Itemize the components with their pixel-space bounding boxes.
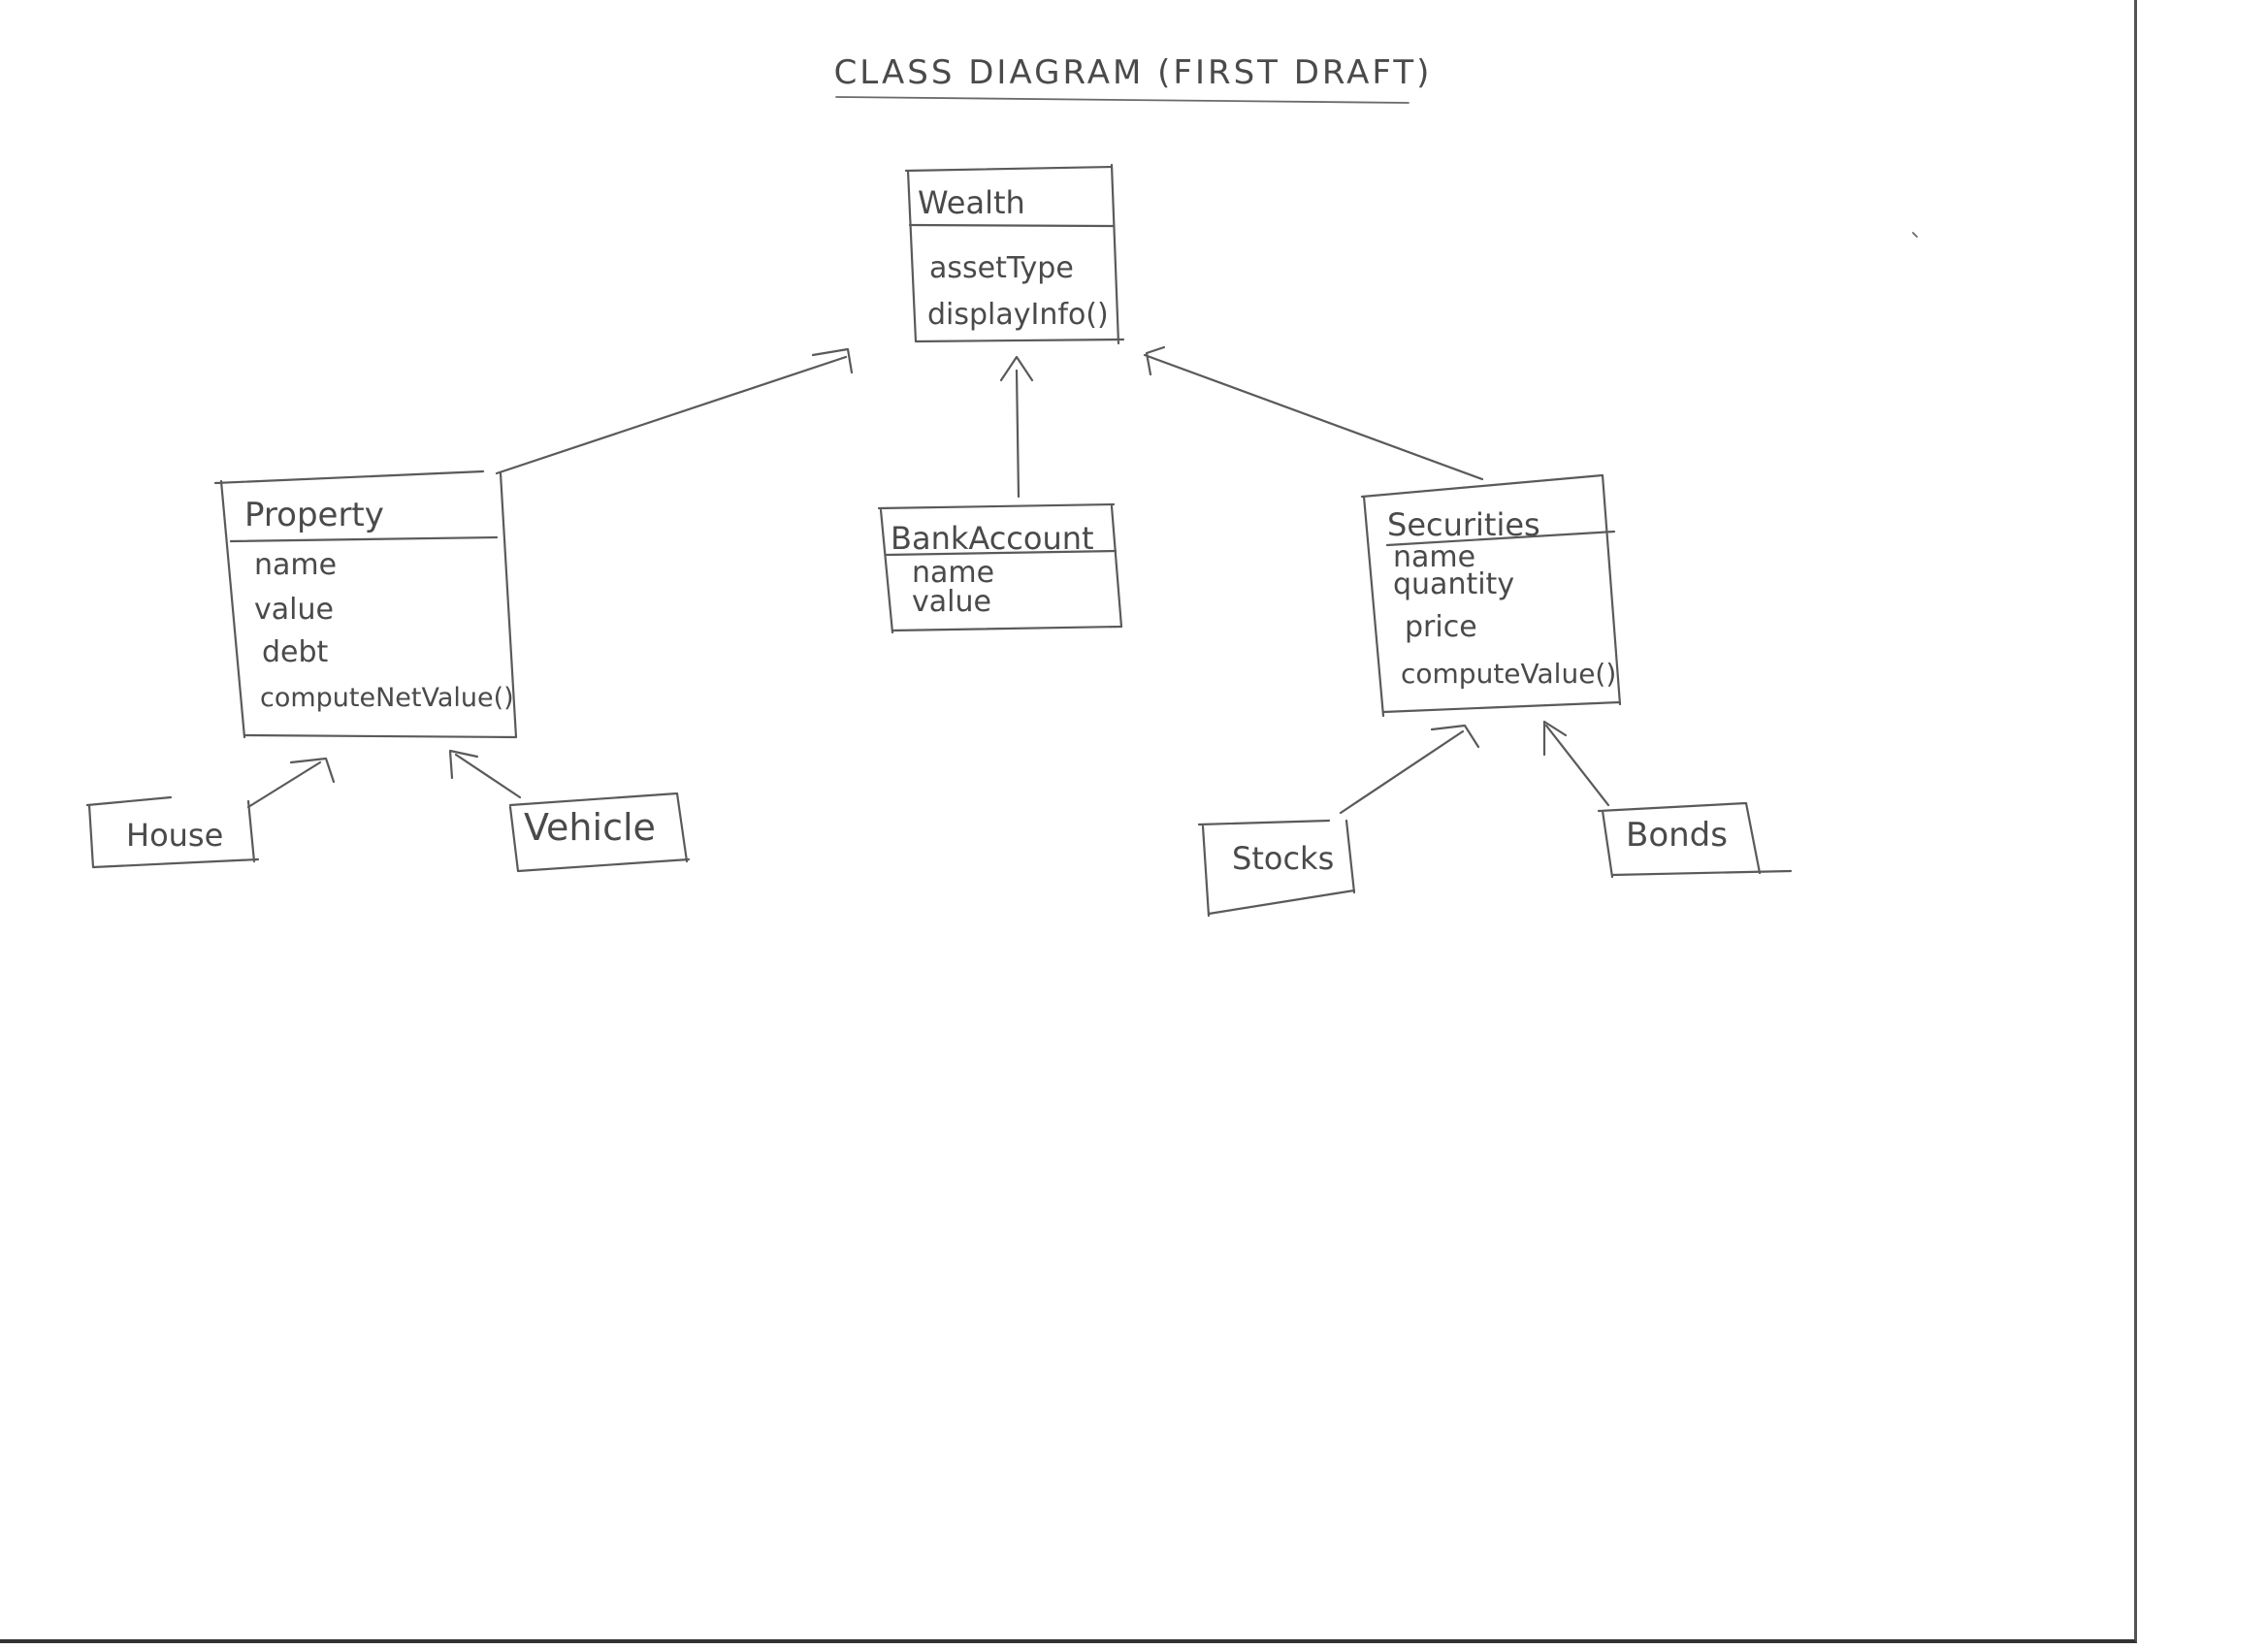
class-house: House [85, 795, 260, 869]
class-wealth-divider [908, 223, 1116, 228]
scanner-margin [2137, 0, 2268, 1649]
class-property-member-1: value [254, 593, 334, 627]
diagram-title-group: CLASS DIAGRAM (FIRST DRAFT) [834, 53, 1433, 104]
class-securities-member-2: price [1405, 610, 1477, 644]
stray-mark [1912, 232, 1918, 238]
class-property-member-2: debt [262, 635, 329, 669]
class-vehicle: Vehicle [508, 792, 691, 873]
inheritance-arrows [246, 345, 1610, 815]
arrowhead-bank-account-wealth [999, 355, 1034, 382]
class-bonds-name: Bonds [1626, 816, 1728, 855]
arrow-bank-account-wealth [1015, 369, 1021, 499]
class-bonds: Bonds [1597, 801, 1793, 879]
class-securities-box [1360, 473, 1622, 718]
paper-sheet: CLASS DIAGRAM (FIRST DRAFT) Wealth asset… [0, 0, 2137, 1643]
class-property: Property name value debt computeNetValue… [213, 469, 518, 739]
arrow-securities-wealth [1143, 353, 1484, 481]
class-property-member-0: name [254, 548, 337, 582]
class-securities-member-0: name [1393, 540, 1475, 574]
class-securities-member-1: quantity [1393, 567, 1514, 601]
arrowhead-securities-wealth [1145, 345, 1166, 376]
class-property-member-3: computeNetValue() [260, 683, 514, 713]
class-property-box [213, 469, 518, 739]
class-diagram: CLASS DIAGRAM (FIRST DRAFT) Wealth asset… [85, 53, 1918, 918]
class-bank-account: BankAccount name value [877, 502, 1123, 634]
class-house-name: House [126, 817, 223, 854]
class-wealth-member-1: displayInfo() [927, 298, 1109, 332]
class-securities-member-3: computeValue() [1401, 658, 1616, 690]
class-property-divider [229, 535, 499, 543]
class-property-name: Property [244, 496, 384, 534]
arrowhead-vehicle-property [448, 749, 479, 780]
title-underline [835, 96, 1409, 104]
class-vehicle-box [508, 792, 691, 873]
class-stocks-name: Stocks [1232, 840, 1334, 877]
class-bank-account-divider [885, 549, 1118, 557]
class-stocks-box [1197, 819, 1356, 918]
arrow-bonds-securities [1544, 724, 1610, 807]
arrow-property-wealth [495, 355, 848, 475]
class-house-box [85, 795, 260, 869]
class-vehicle-name: Vehicle [524, 806, 656, 849]
arrowhead-bonds-securities [1542, 720, 1568, 757]
arrow-vehicle-property [454, 753, 522, 799]
arrowhead-property-wealth [811, 347, 854, 374]
class-stocks: Stocks [1197, 819, 1356, 918]
class-wealth-box [904, 163, 1125, 345]
class-bank-account-box [877, 502, 1123, 634]
class-bank-account-member-1: value [912, 585, 991, 619]
arrowhead-house-property [289, 757, 336, 784]
diagram-title: CLASS DIAGRAM (FIRST DRAFT) [834, 53, 1433, 92]
class-securities-divider [1385, 530, 1616, 547]
class-bank-account-member-0: name [912, 556, 994, 590]
class-wealth: Wealth assetType displayInfo() [904, 163, 1125, 345]
class-wealth-name: Wealth [918, 184, 1025, 221]
arrowhead-stocks-securities [1430, 724, 1480, 749]
class-bank-account-name: BankAccount [891, 520, 1094, 557]
class-wealth-member-0: assetType [929, 251, 1074, 285]
class-bonds-box [1597, 801, 1793, 879]
arrow-house-property [246, 760, 322, 809]
arrow-stocks-securities [1339, 729, 1465, 815]
class-securities-name: Securities [1387, 506, 1540, 543]
class-securities: Securities name quantity price computeVa… [1360, 473, 1622, 718]
